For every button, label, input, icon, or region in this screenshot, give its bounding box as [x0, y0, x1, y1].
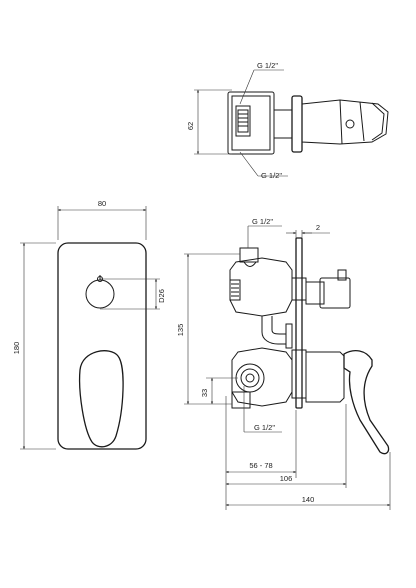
dim-side-height: 135: [176, 324, 185, 337]
dim-side-depth-total: 140: [302, 495, 315, 504]
dim-side-depth-body: 106: [280, 474, 293, 483]
dim-side-g-bottom: G 1/2": [254, 423, 275, 432]
dim-side-outlet: 33: [200, 389, 209, 397]
front-view: 80 180 D26: [12, 199, 166, 450]
top-view: 62 G 1/2" G 1/2": [186, 61, 389, 180]
dim-top-height: 62: [186, 122, 195, 130]
dim-top-g-upper: G 1/2": [257, 61, 278, 70]
dim-front-height: 180: [12, 342, 21, 355]
dim-side-g-top: G 1/2": [252, 217, 273, 226]
dim-top-g-lower: G 1/2": [261, 171, 282, 180]
dim-front-width: 80: [98, 199, 106, 208]
dim-side-depth-range: 56 - 78: [249, 461, 272, 470]
side-view: 135 33 2 G 1/2" G 1/2" 56 - 78 106 140: [176, 217, 391, 510]
dim-front-knob: D26: [157, 289, 166, 303]
dim-side-plate: 2: [316, 223, 320, 232]
